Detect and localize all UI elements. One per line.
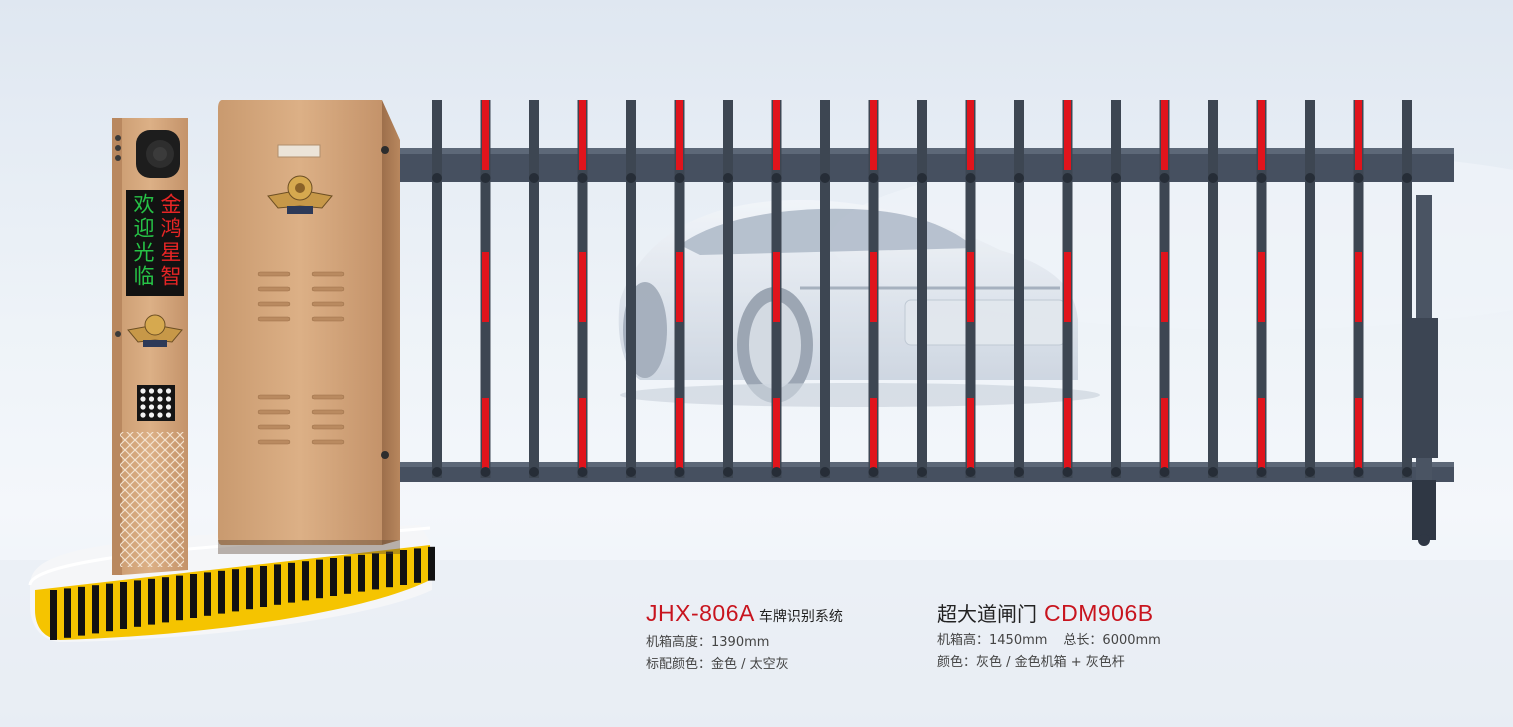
- red-picket: [771, 100, 782, 478]
- product-b-model: CDM906B: [1044, 600, 1154, 626]
- curb-stripe: [106, 583, 113, 632]
- decorative-grille: [120, 432, 184, 567]
- curb-stripe: [204, 572, 211, 616]
- platform: [28, 525, 435, 642]
- gray-picket: [1111, 100, 1121, 478]
- support-post: [1406, 195, 1438, 546]
- curb-stripe: [134, 580, 141, 627]
- product-b-spec-length: 总长：6000mm: [1063, 633, 1161, 648]
- curb-stripe: [190, 574, 197, 618]
- curb-stripe: [274, 564, 281, 605]
- curb-stripe: [176, 575, 183, 621]
- red-picket: [868, 100, 879, 478]
- curb-stripe: [316, 559, 323, 599]
- curb-stripe: [218, 570, 225, 614]
- vents-lower: [257, 394, 345, 445]
- product-b-spec-color: 颜色：灰色 / 金色机箱 + 灰色杆: [937, 655, 1125, 670]
- led-welcome-text: 欢迎光临: [131, 193, 155, 289]
- curb-stripe: [414, 548, 421, 583]
- gray-picket: [1208, 100, 1218, 478]
- curb-stripe: [64, 588, 71, 638]
- vents-upper: [257, 271, 345, 322]
- curb-stripe: [120, 582, 127, 629]
- curb-stripe: [162, 577, 169, 623]
- pillar-emblem: [127, 314, 183, 347]
- product-a-name: 车牌识别系统: [758, 609, 843, 625]
- gray-picket: [1402, 100, 1412, 478]
- product-b-name: 超大道闸门: [937, 602, 1037, 626]
- curb-stripe: [148, 578, 155, 625]
- curb-stripe: [50, 590, 57, 640]
- red-picket: [480, 100, 491, 478]
- curb-stripe: [358, 554, 365, 592]
- product-a-spec-height: 机箱高度：1390mm: [646, 635, 770, 650]
- gray-picket: [723, 100, 733, 478]
- fence-boom: [398, 100, 1454, 482]
- curb-stripe: [260, 566, 267, 607]
- gray-picket: [626, 100, 636, 478]
- lpr-pillar: [112, 118, 188, 575]
- curb-stripe: [428, 546, 435, 581]
- nameplate: [277, 144, 321, 158]
- red-picket: [1062, 100, 1073, 478]
- emblem: [267, 175, 333, 214]
- gray-picket: [917, 100, 927, 478]
- gray-picket: [1014, 100, 1024, 478]
- product-b-spec-height: 机箱高：1450mm: [937, 633, 1048, 648]
- gray-picket: [1305, 100, 1315, 478]
- red-picket: [674, 100, 685, 478]
- curb-stripe: [386, 551, 393, 588]
- curb-stripe: [344, 556, 351, 594]
- product-a-spec-color: 标配颜色：金色 / 太空灰: [646, 657, 789, 672]
- red-picket: [1159, 100, 1170, 478]
- curb-stripe: [246, 567, 253, 610]
- curb-stripe: [330, 558, 337, 596]
- product-b-caption: 超大道闸门 CDM906B 机箱高：1450mm 总长：6000mm 颜色：灰色 …: [937, 598, 1161, 674]
- red-picket: [965, 100, 976, 478]
- gray-picket: [820, 100, 830, 478]
- product-a-model: JHX-806A: [646, 600, 755, 626]
- led-brand-text: 金鸿星智: [158, 193, 182, 289]
- led-display: 欢迎光临 金鸿星智: [126, 190, 184, 296]
- gray-picket: [432, 100, 442, 478]
- red-picket: [1353, 100, 1364, 478]
- barrier-cabinet: [218, 100, 400, 554]
- curb-stripe: [288, 562, 295, 603]
- curb-stripe: [302, 561, 309, 601]
- gray-picket: [529, 100, 539, 478]
- curb-stripe: [372, 553, 379, 590]
- curb-stripe: [92, 585, 99, 634]
- red-picket: [577, 100, 588, 478]
- curb-stripe: [232, 569, 239, 612]
- curb-stripe: [78, 586, 85, 636]
- curb-stripe: [400, 550, 407, 585]
- red-picket: [1256, 100, 1267, 478]
